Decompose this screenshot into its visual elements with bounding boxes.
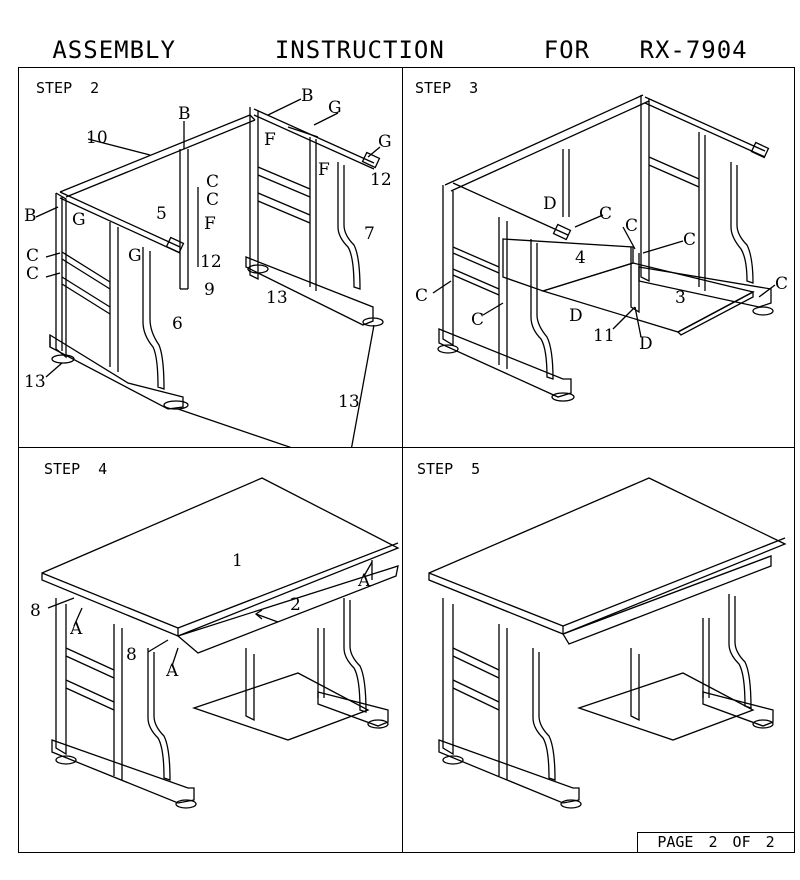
step-4-diagram <box>41 477 400 809</box>
step-2-label: STEP 2 <box>36 79 100 97</box>
callout-label: 8 <box>126 645 137 665</box>
callout-label: 12 <box>370 170 392 190</box>
callout-label: C <box>206 190 219 210</box>
callout-label: C <box>206 172 219 192</box>
callout-label: C <box>26 246 39 266</box>
step-5-panel: STEP 5 <box>403 448 795 853</box>
callout-label: A <box>69 619 83 639</box>
callout-label: 3 <box>675 288 686 308</box>
callout-label: 12 <box>200 252 222 272</box>
callout-label: G <box>328 98 342 118</box>
instruction-frame <box>18 67 795 853</box>
callout-label: D <box>639 334 653 354</box>
step-4-callouts: 1A2 8A8 A <box>30 551 371 681</box>
callout-label: A <box>357 571 371 591</box>
callout-label: 5 <box>156 204 167 224</box>
callout-label: B <box>301 86 314 106</box>
step-5-label: STEP 5 <box>417 460 481 478</box>
vertical-divider <box>402 67 403 853</box>
callout-label: 13 <box>266 288 288 308</box>
horizontal-divider <box>18 447 795 448</box>
document-title: ASSEMBLY INSTRUCTION FOR RX-7904 <box>52 36 748 64</box>
callout-label: 1 <box>232 551 243 571</box>
page-number-box: PAGE 2 OF 2 <box>637 832 795 853</box>
step-3-diagram <box>432 94 776 402</box>
callout-label: 10 <box>86 128 108 148</box>
callout-label: C <box>775 274 788 294</box>
callout-label: 4 <box>575 248 586 268</box>
callout-label: A <box>165 661 179 681</box>
callout-label: 13 <box>24 372 46 392</box>
step-4-label: STEP 4 <box>44 460 108 478</box>
callout-label: D <box>569 306 583 326</box>
step-5-diagram <box>428 477 787 809</box>
callout-label: D <box>543 194 557 214</box>
callout-label: 6 <box>172 314 183 334</box>
callout-label: F <box>318 160 330 180</box>
callout-label: B <box>178 104 191 124</box>
callout-label: C <box>683 230 696 250</box>
callout-label: 8 <box>30 601 41 621</box>
callout-label: 9 <box>204 280 215 300</box>
callout-label: C <box>26 264 39 284</box>
callout-label: F <box>204 214 216 234</box>
callout-label: F <box>264 130 276 150</box>
callout-label: 11 <box>593 326 615 346</box>
step-3-label: STEP 3 <box>415 79 479 97</box>
callout-label: B <box>24 206 37 226</box>
step-2-panel: STEP 2 <box>18 67 402 447</box>
callout-label: 13 <box>338 392 360 412</box>
callout-label: G <box>72 210 86 230</box>
callout-label: G <box>378 132 392 152</box>
callout-label: C <box>415 286 428 306</box>
callout-label: 2 <box>290 595 301 615</box>
callout-label: G <box>128 246 142 266</box>
callout-label: C <box>625 216 638 236</box>
step-2-diagram <box>35 98 384 447</box>
callout-label: C <box>471 310 484 330</box>
callout-label: C <box>599 204 612 224</box>
callout-label: 7 <box>364 224 375 244</box>
